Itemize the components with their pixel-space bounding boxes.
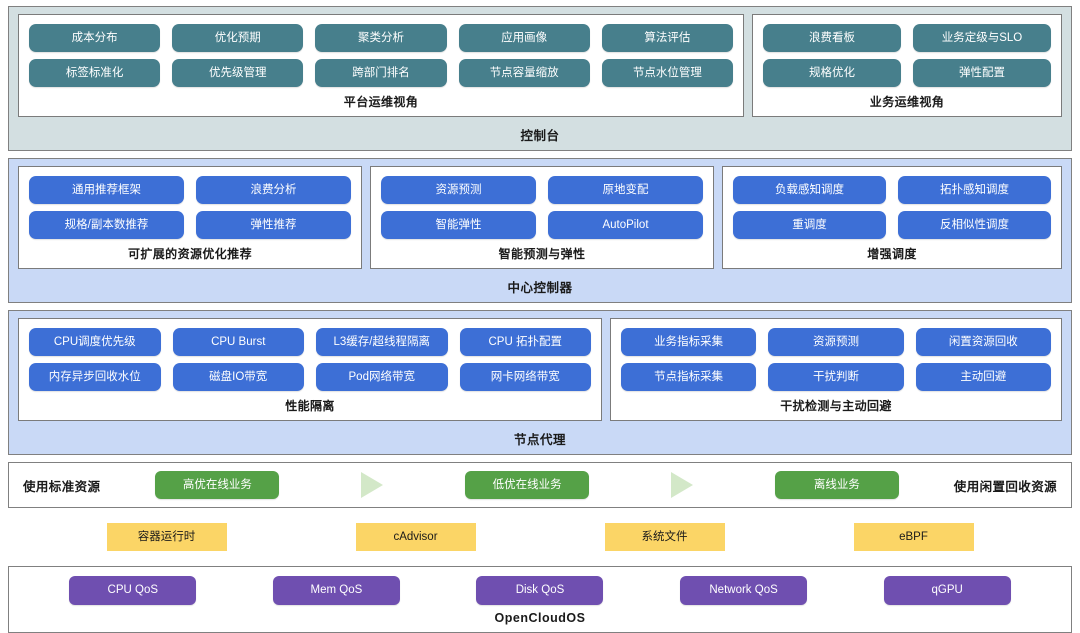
chip-disk-qos[interactable]: Disk QoS: [476, 576, 604, 605]
band-node-agent: CPU调度优先级 CPU Burst L3缓存/超线程隔离 CPU 拓扑配置 内…: [8, 310, 1072, 455]
chip-cost-distribution[interactable]: 成本分布: [29, 24, 161, 52]
group-reco-chips: 通用推荐框架 浪费分析 规格/副本数推荐 弹性推荐: [29, 176, 351, 239]
chip-cross-department-ranking[interactable]: 跨部门排名: [315, 59, 447, 87]
group-performance-isolation: CPU调度优先级 CPU Burst L3缓存/超线程隔离 CPU 拓扑配置 内…: [18, 318, 602, 421]
chip-container-runtime[interactable]: 容器运行时: [106, 523, 227, 551]
chip-intelligent-elasticity[interactable]: 智能弹性: [381, 211, 536, 239]
chip-autopilot[interactable]: AutoPilot: [548, 211, 703, 239]
group-interf-chips: 业务指标采集 资源预测 闲置资源回收 节点指标采集 干扰判断 主动回避: [621, 328, 1051, 391]
arrow-right-icon: [361, 472, 384, 498]
group-business-ops-chips: 浪费看板 业务定级与SLO 规格优化 弹性配置: [763, 24, 1051, 87]
band-label-central-controller: 中心控制器: [507, 281, 573, 295]
chip-priority-management[interactable]: 优先级管理: [172, 59, 304, 87]
chip-idle-resource-reclamation[interactable]: 闲置资源回收: [915, 328, 1051, 356]
band-label-node-agent: 节点代理: [513, 433, 566, 447]
flow-label-idle-reclaimed-resources: 使用闲置回收资源: [953, 479, 1057, 494]
chip-spec-optimization[interactable]: 规格优化: [763, 59, 901, 87]
chip-elastic-recommendation[interactable]: 弹性推荐: [196, 211, 351, 239]
group-title-interference-detection: 干扰检测与主动回避: [780, 399, 892, 413]
chip-l3-cache-hyperthread-isolation[interactable]: L3缓存/超线程隔离: [316, 328, 448, 356]
group-platform-ops-view: 成本分布 优化预期 聚类分析 应用画像 算法评估 标签标准化 优先级管理 跨部门…: [18, 14, 744, 117]
chip-resource-prediction[interactable]: 资源预测: [381, 176, 536, 204]
chip-spec-replica-recommendation[interactable]: 规格/副本数推荐: [29, 211, 184, 239]
group-platform-ops-chips: 成本分布 优化预期 聚类分析 应用画像 算法评估 标签标准化 优先级管理 跨部门…: [29, 24, 733, 87]
chip-mem-qos[interactable]: Mem QoS: [272, 576, 400, 605]
chip-label-standardization[interactable]: 标签标准化: [29, 59, 161, 87]
chip-in-place-resize[interactable]: 原地变配: [548, 176, 703, 204]
group-business-ops-view: 浪费看板 业务定级与SLO 规格优化 弹性配置 业务运维视角: [752, 14, 1062, 117]
chip-waste-dashboard[interactable]: 浪费看板: [763, 24, 901, 52]
chip-memory-async-reclaim-watermark[interactable]: 内存异步回收水位: [29, 363, 161, 391]
chip-cadvisor[interactable]: cAdvisor: [355, 523, 476, 551]
chip-application-profile[interactable]: 应用画像: [458, 24, 590, 52]
chip-network-qos[interactable]: Network QoS: [680, 576, 808, 605]
chip-node-capacity-scaling[interactable]: 节点容量缩放: [458, 59, 590, 87]
chip-high-priority-online-workload[interactable]: 高优在线业务: [155, 471, 280, 499]
arrow-right-icon: [670, 472, 693, 498]
band-label-opencloudos: OpenCloudOS: [494, 611, 586, 625]
group-predict-chips: 资源预测 原地变配 智能弹性 AutoPilot: [381, 176, 703, 239]
group-enhanced-scheduling: 负载感知调度 拓扑感知调度 重调度 反相似性调度 增强调度: [722, 166, 1062, 269]
band-workload-flow: 使用标准资源 高优在线业务 低优在线业务 离线业务 使用闲置回收资源: [8, 462, 1072, 508]
group-interference-detection-avoidance: 业务指标采集 资源预测 闲置资源回收 节点指标采集 干扰判断 主动回避 干扰检测…: [610, 318, 1062, 421]
band-console: 成本分布 优化预期 聚类分析 应用画像 算法评估 标签标准化 优先级管理 跨部门…: [8, 6, 1072, 151]
chip-topology-aware-scheduling[interactable]: 拓扑感知调度: [898, 176, 1051, 204]
chip-business-metrics-collection[interactable]: 业务指标采集: [621, 328, 757, 356]
chip-load-aware-scheduling[interactable]: 负载感知调度: [733, 176, 886, 204]
row-tooling: 容器运行时 cAdvisor 系统文件 eBPF: [8, 517, 1072, 557]
os-chips: CPU QoS Mem QoS Disk QoS Network QoS qGP…: [9, 567, 1071, 605]
band-central-controller: 通用推荐框架 浪费分析 规格/副本数推荐 弹性推荐 可扩展的资源优化推荐 资源预…: [8, 158, 1072, 303]
band-console-groups: 成本分布 优化预期 聚类分析 应用画像 算法评估 标签标准化 优先级管理 跨部门…: [9, 7, 1071, 120]
group-resource-optimization-recommendation: 通用推荐框架 浪费分析 规格/副本数推荐 弹性推荐 可扩展的资源优化推荐: [18, 166, 362, 269]
group-intelligent-prediction-elasticity: 资源预测 原地变配 智能弹性 AutoPilot 智能预测与弹性: [370, 166, 714, 269]
chip-system-files[interactable]: 系统文件: [604, 523, 725, 551]
chip-optimization-expectation[interactable]: 优化预期: [172, 24, 304, 52]
group-title-platform-ops-view: 平台运维视角: [343, 95, 419, 109]
chip-low-priority-online-workload[interactable]: 低优在线业务: [465, 471, 590, 499]
chip-anti-affinity-scheduling[interactable]: 反相似性调度: [898, 211, 1051, 239]
band-label-console: 控制台: [520, 129, 560, 143]
band-node-groups: CPU调度优先级 CPU Burst L3缓存/超线程隔离 CPU 拓扑配置 内…: [9, 311, 1071, 424]
chip-ebpf[interactable]: eBPF: [853, 523, 974, 551]
chip-proactive-avoidance[interactable]: 主动回避: [915, 363, 1051, 391]
band-opencloudos: CPU QoS Mem QoS Disk QoS Network QoS qGP…: [8, 566, 1072, 633]
chip-cpu-topology-configuration[interactable]: CPU 拓扑配置: [459, 328, 591, 356]
band-controller-groups: 通用推荐框架 浪费分析 规格/副本数推荐 弹性推荐 可扩展的资源优化推荐 资源预…: [9, 159, 1071, 272]
chip-disk-io-bandwidth[interactable]: 磁盘IO带宽: [172, 363, 304, 391]
group-sched-chips: 负载感知调度 拓扑感知调度 重调度 反相似性调度: [733, 176, 1051, 239]
chip-business-grading-slo[interactable]: 业务定级与SLO: [913, 24, 1051, 52]
chip-interference-judgement[interactable]: 干扰判断: [768, 363, 904, 391]
chip-cpu-burst[interactable]: CPU Burst: [172, 328, 304, 356]
flow-sequence: 高优在线业务 低优在线业务 离线业务: [100, 471, 953, 499]
group-title-business-ops-view: 业务运维视角: [869, 95, 945, 109]
chip-elastic-configuration[interactable]: 弹性配置: [913, 59, 1051, 87]
chip-pod-network-bandwidth[interactable]: Pod网络带宽: [316, 363, 448, 391]
chip-algorithm-evaluation[interactable]: 算法评估: [601, 24, 733, 52]
group-title-predict: 智能预测与弹性: [498, 247, 586, 261]
group-title-sched: 增强调度: [867, 247, 917, 261]
group-title-reco: 可扩展的资源优化推荐: [127, 247, 252, 261]
chip-general-recommendation-framework[interactable]: 通用推荐框架: [29, 176, 184, 204]
chip-rescheduling[interactable]: 重调度: [733, 211, 886, 239]
chip-cluster-analysis[interactable]: 聚类分析: [315, 24, 447, 52]
flow-label-standard-resources: 使用标准资源: [23, 479, 101, 494]
chip-qgpu[interactable]: qGPU: [883, 576, 1011, 605]
chip-node-watermark-management[interactable]: 节点水位管理: [601, 59, 733, 87]
chip-resource-prediction-node[interactable]: 资源预测: [768, 328, 904, 356]
chip-offline-workload[interactable]: 离线业务: [774, 471, 899, 499]
chip-cpu-scheduling-priority[interactable]: CPU调度优先级: [29, 328, 161, 356]
group-perf-chips: CPU调度优先级 CPU Burst L3缓存/超线程隔离 CPU 拓扑配置 内…: [29, 328, 591, 391]
group-title-performance-isolation: 性能隔离: [285, 399, 335, 413]
chip-nic-network-bandwidth[interactable]: 网卡网络带宽: [459, 363, 591, 391]
chip-waste-analysis[interactable]: 浪费分析: [196, 176, 351, 204]
chip-node-metrics-collection[interactable]: 节点指标采集: [621, 363, 757, 391]
chip-cpu-qos[interactable]: CPU QoS: [69, 576, 197, 605]
